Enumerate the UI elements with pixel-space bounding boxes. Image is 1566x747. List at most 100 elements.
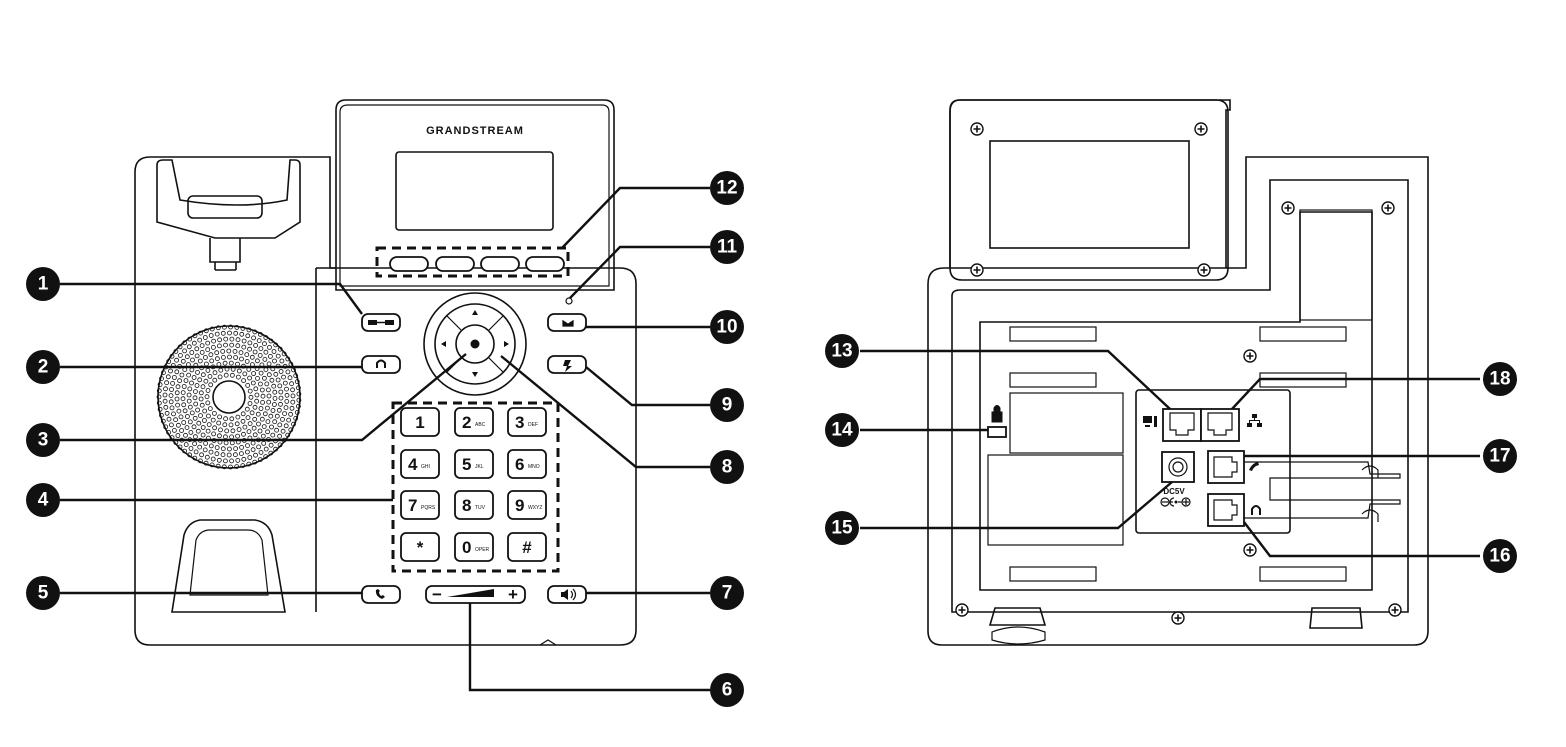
keypad-key-8[interactable]: 8 TUV — [454, 490, 494, 520]
keypad-letters: JKL — [475, 464, 484, 470]
keypad-digit: 3 — [515, 413, 524, 432]
svg-text:10: 10 — [716, 317, 737, 338]
svg-text:7: 7 — [722, 583, 733, 604]
keypad-letters: DEF — [528, 422, 538, 428]
arrow-down-icon — [472, 372, 478, 377]
screw-icon — [1281, 201, 1295, 215]
pc-port-icon — [1143, 416, 1157, 427]
mute-button[interactable] — [547, 355, 587, 374]
callout-13: 13 — [825, 334, 859, 368]
callout-7: 7 — [710, 576, 744, 610]
screw-icon — [1171, 611, 1185, 625]
keypad-digit: 0 — [462, 538, 471, 557]
keypad-key-star[interactable]: * — [400, 532, 440, 562]
brand-logo: GRANDSTREAM — [426, 125, 524, 137]
screw-icon — [1243, 349, 1257, 363]
pc-port — [1162, 408, 1202, 442]
lcd-screen — [395, 151, 554, 231]
arrow-left-icon — [441, 341, 446, 347]
keypad-key-3[interactable]: 3 DEF — [507, 407, 547, 437]
arrow-up-icon — [472, 310, 478, 315]
screw-icon — [1194, 122, 1208, 136]
speaker-icon — [561, 588, 577, 601]
navigation-keys[interactable] — [423, 292, 527, 396]
keypad-key-hash[interactable]: # — [507, 532, 547, 562]
svg-text:15: 15 — [831, 518, 853, 539]
volume-plus: + — [508, 585, 518, 604]
svg-text:17: 17 — [1489, 446, 1510, 467]
callout-11: 11 — [710, 230, 744, 264]
keypad-letters: GHI — [421, 464, 430, 470]
screw-icon — [1388, 603, 1402, 617]
keypad-group — [391, 401, 560, 573]
callout-10: 10 — [710, 310, 744, 344]
keypad-key-1[interactable]: 1 — [400, 407, 440, 437]
send-dial-button[interactable] — [361, 585, 401, 604]
svg-text:12: 12 — [716, 178, 737, 199]
callout-2: 2 — [26, 350, 60, 384]
callout-18: 18 — [1483, 362, 1517, 396]
softkey-1[interactable] — [389, 256, 429, 272]
keypad-key-0[interactable]: 0 OPER — [454, 532, 494, 562]
polarity-icon — [1160, 497, 1191, 507]
headset-icon — [376, 359, 386, 368]
svg-text:18: 18 — [1489, 369, 1510, 390]
keypad-letters: ABC — [475, 422, 486, 428]
handset-icon — [1249, 462, 1259, 471]
headset-button[interactable] — [361, 355, 401, 374]
callout-lines — [60, 186, 1480, 692]
callout-6: 6 — [710, 673, 744, 707]
softkey-4[interactable] — [525, 256, 565, 272]
volume-minus: − — [432, 585, 442, 604]
svg-text:6: 6 — [722, 680, 733, 701]
callout-12: 12 — [710, 171, 744, 205]
screw-icon — [970, 122, 984, 136]
svg-text:4: 4 — [38, 490, 49, 511]
callout-15: 15 — [825, 511, 859, 545]
keypad-letters: WXYZ — [528, 505, 542, 511]
keypad-letters: OPER — [475, 547, 490, 553]
keypad-digit: 8 — [462, 496, 471, 515]
keypad-letters: MNO — [528, 464, 540, 470]
keypad-digit: * — [417, 538, 424, 557]
headset-icon — [1251, 505, 1261, 515]
svg-text:1: 1 — [38, 274, 49, 295]
keypad-digit: # — [522, 538, 532, 557]
screw-icon — [1243, 543, 1257, 557]
screw-icon — [1197, 263, 1211, 277]
svg-text:11: 11 — [717, 237, 738, 258]
volume-control[interactable]: − + — [425, 585, 526, 604]
transfer-button[interactable] — [361, 313, 401, 332]
softkey-2[interactable] — [435, 256, 475, 272]
envelope-icon — [561, 318, 575, 328]
callout-16: 16 — [1483, 539, 1517, 573]
transfer-icon — [368, 320, 394, 325]
speaker-grille — [156, 324, 302, 470]
ok-button[interactable] — [455, 324, 495, 364]
back-view: DC5V — [927, 99, 1429, 646]
keypad-letters: PQRS — [421, 505, 436, 511]
svg-text:5: 5 — [38, 583, 49, 604]
screw-icon — [970, 263, 984, 277]
mwi-led — [565, 297, 573, 305]
speaker-button[interactable] — [547, 585, 587, 604]
power-jack — [1161, 451, 1195, 483]
message-button[interactable] — [547, 313, 587, 332]
softkey-3[interactable] — [480, 256, 520, 272]
security-slot — [987, 426, 1007, 438]
callout-3: 3 — [26, 423, 60, 457]
screw-icon — [1381, 201, 1395, 215]
lock-icon — [991, 405, 1003, 423]
keypad-letters: TUV — [475, 505, 486, 511]
callout-1: 1 — [26, 267, 60, 301]
power-label: DC5V — [1163, 487, 1185, 496]
